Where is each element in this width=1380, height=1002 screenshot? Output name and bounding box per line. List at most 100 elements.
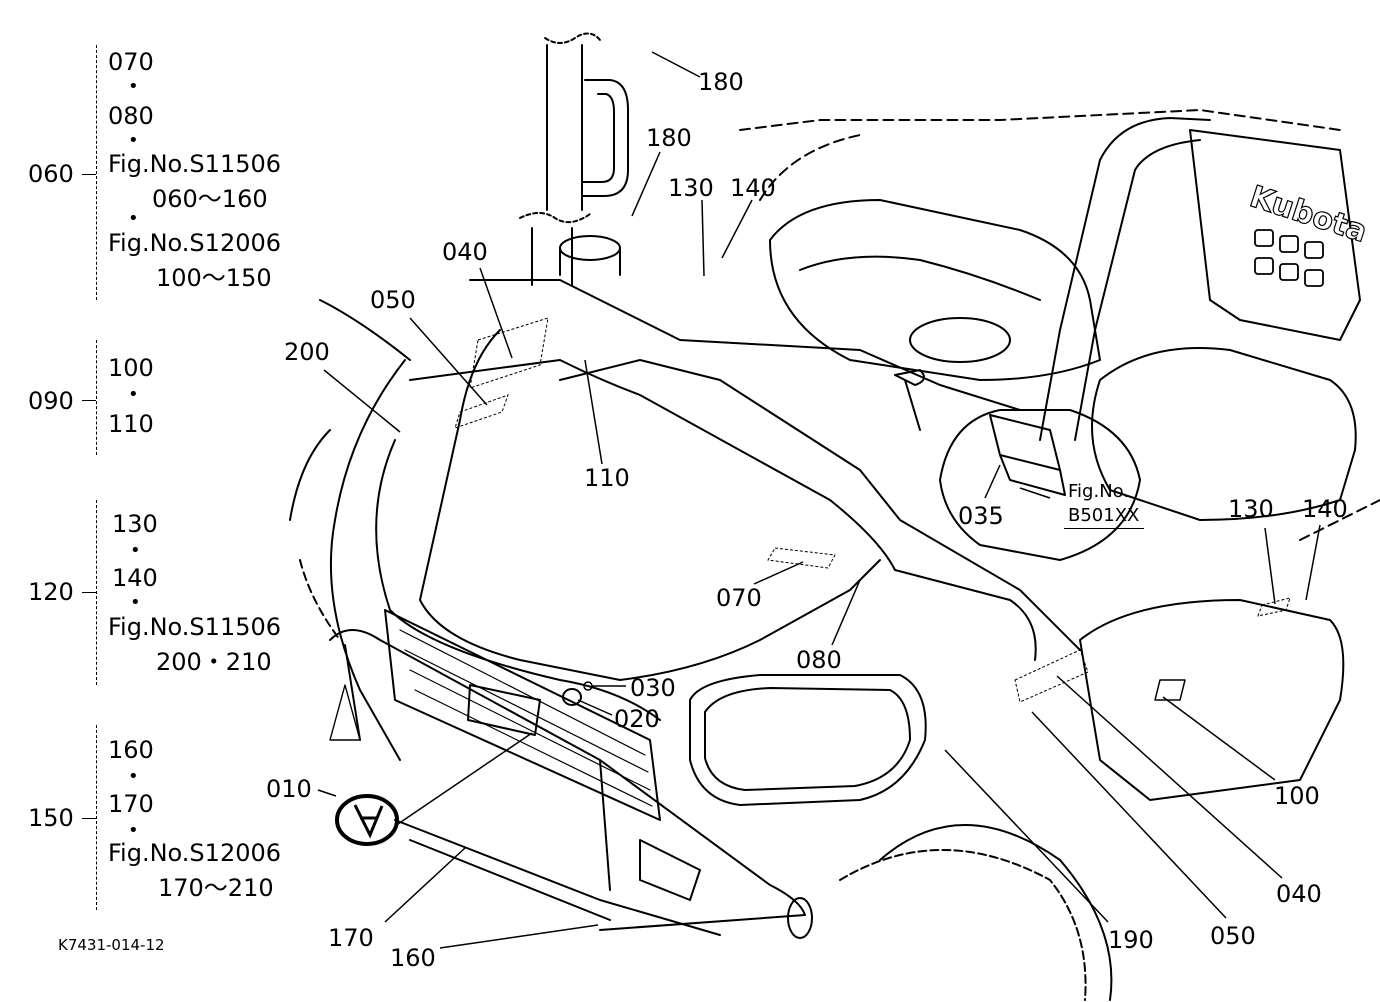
leader-040a [479, 267, 513, 359]
callout-050: 050 [1210, 922, 1256, 950]
leader-140b [1305, 524, 1321, 601]
drawing-code: K7431-014-12 [58, 936, 165, 954]
group-bracket-150 [96, 725, 97, 910]
group-id-090: 090 [28, 387, 74, 415]
leader-160 [439, 924, 599, 949]
callout-130: 130 [1228, 495, 1274, 523]
separator-dot: • [128, 130, 139, 151]
callout-030: 030 [630, 674, 676, 702]
callout-170: 170 [328, 924, 374, 952]
leader-035 [984, 464, 1001, 499]
separator-dot: • [128, 766, 139, 787]
callout-180: 180 [698, 68, 744, 96]
group-bracket-060 [96, 45, 97, 300]
group-bracket-120 [96, 500, 97, 685]
steering-wheel [909, 317, 1011, 363]
callout-130: 130 [668, 174, 714, 202]
leader-170 [384, 847, 466, 923]
group-060-item-0: 070 [108, 48, 154, 76]
seatback-panel [1189, 129, 1361, 341]
leader-200 [323, 369, 401, 433]
grille [384, 609, 661, 821]
leader-050a [409, 317, 488, 406]
callout-200: 200 [284, 338, 330, 366]
plate-bracket [639, 839, 701, 901]
group-090-item-0: 100 [108, 354, 154, 382]
leader-050b [1031, 711, 1227, 919]
group-060-item-4: Fig.No.S12006 [108, 229, 282, 257]
hood-edge [559, 359, 1081, 651]
leader-020 [577, 699, 613, 716]
group-090-item-1: 110 [108, 410, 154, 438]
group-id-060: 060 [28, 160, 74, 188]
decal-040-right [1014, 649, 1089, 703]
callout-035: 035 [958, 502, 1004, 530]
seat-right [1091, 347, 1357, 521]
separator-dot: • [128, 384, 139, 405]
leader-130a [701, 199, 705, 277]
group-tick-090 [82, 400, 96, 401]
group-120-item-1: 140 [112, 564, 158, 592]
leader-180b [631, 151, 661, 217]
leader-010 [317, 789, 337, 797]
fig-ref-line2: B501XX [1068, 505, 1140, 526]
callout-040: 040 [442, 238, 488, 266]
group-tick-150 [82, 818, 96, 819]
group-150-item-2: Fig.No.S12006 [108, 839, 282, 867]
emblem-010 [335, 794, 399, 846]
decal-070 [767, 547, 836, 569]
separator-dot: • [130, 540, 141, 561]
callout-180: 180 [646, 124, 692, 152]
group-id-150: 150 [28, 804, 74, 832]
rops-right-post [1059, 117, 1211, 331]
leader-140a [721, 199, 753, 259]
leader-emblem [394, 732, 533, 827]
grab-handle [581, 79, 629, 197]
leader-130b [1264, 527, 1276, 605]
decal-050 [454, 394, 509, 429]
rops-left-post [531, 44, 583, 286]
front-guard [329, 629, 806, 931]
group-060-item-3: 060～160 [152, 185, 268, 213]
leader-100 [1162, 696, 1276, 781]
callout-110: 110 [584, 464, 630, 492]
group-120-item-3: 200・210 [156, 648, 272, 676]
group-tick-060 [82, 174, 96, 175]
emblem-plate-020 [562, 688, 582, 706]
callout-070: 070 [716, 584, 762, 612]
relay-detail-circle [939, 409, 1141, 561]
callout-140: 140 [730, 174, 776, 202]
decal-040 [469, 317, 549, 389]
hood-left-contour [375, 439, 661, 721]
group-150-item-1: 170 [108, 790, 154, 818]
group-120-item-0: 130 [112, 510, 158, 538]
callout-190: 190 [1108, 926, 1154, 954]
leader-190 [944, 749, 1109, 923]
leader-110 [584, 359, 603, 465]
group-150-item-0: 160 [108, 736, 154, 764]
bumper [394, 819, 721, 936]
callout-080: 080 [796, 646, 842, 674]
group-120-item-2: Fig.No.S11506 [108, 613, 282, 641]
group-150-item-3: 170～210 [158, 874, 274, 902]
callout-100: 100 [1274, 782, 1320, 810]
separator-dot: • [130, 592, 141, 613]
fig-ref-line1: Fig.No. [1068, 481, 1130, 502]
leader-fig [1019, 487, 1051, 499]
kubota-wordmark: Kubota [1246, 179, 1372, 250]
fender-right [1079, 599, 1345, 801]
callout-020: 020 [614, 705, 660, 733]
leader-180a [651, 51, 701, 78]
cowl-top [469, 279, 1021, 411]
callout-010: 010 [266, 775, 312, 803]
callout-160: 160 [390, 944, 436, 972]
leader-070 [753, 561, 804, 585]
group-060-item-2: Fig.No.S11506 [108, 150, 282, 178]
fig-ref-underline [1064, 528, 1144, 529]
callout-050: 050 [370, 286, 416, 314]
wheel-arc-right [879, 824, 1113, 1001]
headlight-right [689, 674, 927, 806]
license-plate [467, 684, 541, 736]
group-060-item-5: 100～150 [156, 264, 272, 292]
